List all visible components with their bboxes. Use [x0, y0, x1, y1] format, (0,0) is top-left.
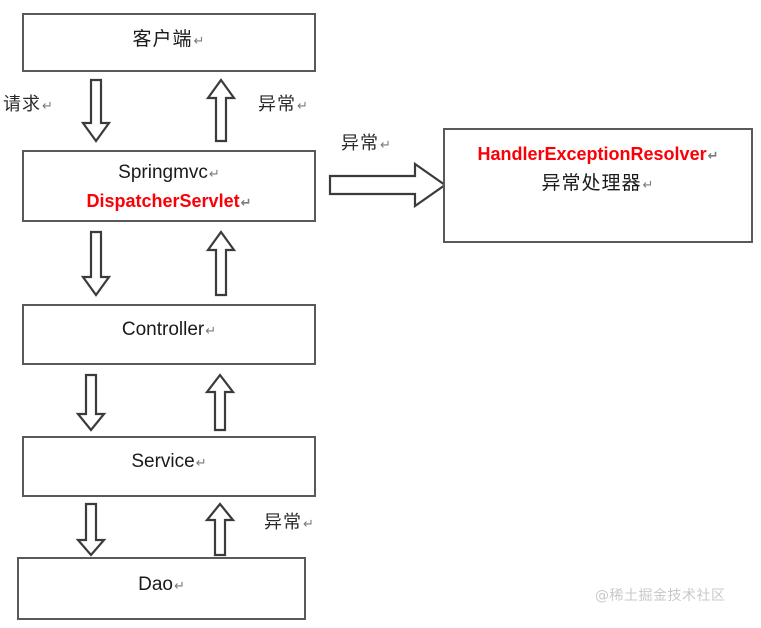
arrow-client-to-springmvc	[80, 78, 112, 143]
node-dao-label-0: Dao↵	[138, 574, 185, 595]
pilcrow-icon: ↵	[240, 195, 252, 211]
node-service: Service↵	[22, 436, 316, 497]
watermark: @稀土掘金技术社区	[595, 588, 726, 604]
node-service-label-0: Service↵	[131, 451, 207, 472]
node-resolver-label-0: HandlerExceptionResolver↵	[477, 144, 719, 164]
node-springmvc-label-1: DispatcherServlet↵	[86, 190, 252, 211]
label-exception-top: 异常↵	[258, 94, 309, 115]
arrow-service-to-dao	[75, 502, 107, 557]
node-springmvc-label-0: Springmvc↵	[118, 162, 220, 183]
pilcrow-icon: ↵	[193, 34, 206, 49]
pilcrow-icon: ↵	[173, 579, 185, 594]
pilcrow-icon: ↵	[297, 99, 309, 114]
pilcrow-icon: ↵	[42, 99, 54, 114]
node-springmvc: Springmvc↵ DispatcherServlet↵	[22, 150, 316, 222]
label-exception-dao: 异常↵	[264, 512, 315, 533]
arrow-dao-to-service	[204, 502, 236, 557]
arrow-controller-to-service	[75, 373, 107, 432]
pilcrow-icon: ↵	[208, 167, 220, 182]
pilcrow-icon: ↵	[642, 177, 655, 193]
arrow-springmvc-to-client	[205, 78, 237, 143]
node-dao: Dao↵	[17, 557, 306, 620]
pilcrow-icon: ↵	[303, 517, 315, 532]
node-client: 客户端↵	[22, 13, 316, 72]
node-controller-label-0: Controller↵	[121, 319, 217, 340]
pilcrow-icon: ↵	[205, 324, 217, 339]
pilcrow-icon: ↵	[707, 149, 719, 164]
pilcrow-icon: ↵	[195, 456, 207, 471]
arrow-controller-to-springmvc	[205, 230, 237, 297]
node-controller: Controller↵	[22, 304, 316, 365]
arrow-service-to-controller	[204, 373, 236, 432]
label-exception-resolver: 异常↵	[341, 133, 392, 154]
node-resolver-label-1: 异常处理器↵	[541, 171, 655, 194]
arrow-springmvc-to-controller	[80, 230, 112, 297]
arrow-springmvc-to-resolver	[328, 161, 447, 209]
node-resolver: HandlerExceptionResolver↵ 异常处理器↵	[443, 128, 753, 243]
pilcrow-icon: ↵	[380, 138, 392, 153]
node-client-label-0: 客户端↵	[132, 28, 206, 50]
label-request: 请求↵	[3, 94, 54, 115]
